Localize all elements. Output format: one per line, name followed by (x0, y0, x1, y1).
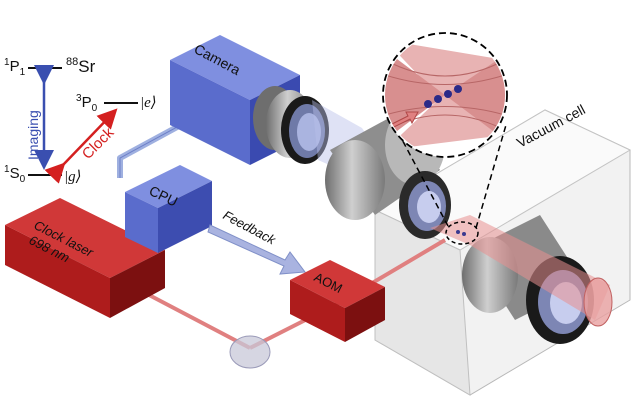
feedback-arrow: Feedback (207, 207, 306, 275)
imaging-label: Imaging (25, 110, 41, 160)
beam-mirror (229, 335, 271, 369)
inset-beam-arrow (391, 111, 419, 128)
ket-e-label: |e⟩ (140, 95, 157, 111)
energy-level-diagram: 1P1 88Sr 3P0 |e⟩ 1S0 |g⟩ Imaging Clock (4, 56, 157, 185)
camera: Camera (170, 35, 329, 165)
aom-box: AOM (290, 260, 385, 342)
zoom-line-right (475, 124, 507, 229)
clock-laser: Clock laser 698 nm (5, 198, 165, 318)
level-1s0-label: 1S0 (4, 164, 26, 185)
zoom-line-left (397, 131, 449, 227)
clock-arrow (44, 108, 118, 184)
isotope-label: 88Sr (66, 56, 96, 76)
beam-exit-spot (583, 277, 613, 327)
lattice-zoom-inset (382, 32, 508, 158)
ket-g-label: |g⟩ (64, 169, 81, 185)
level-3p0-label: 3P0 (76, 93, 98, 114)
lattice-focus (445, 221, 479, 245)
probe-beam (430, 215, 610, 320)
level-1p1-label: 1P1 (4, 57, 26, 78)
cpu-box: CPU (125, 165, 212, 253)
